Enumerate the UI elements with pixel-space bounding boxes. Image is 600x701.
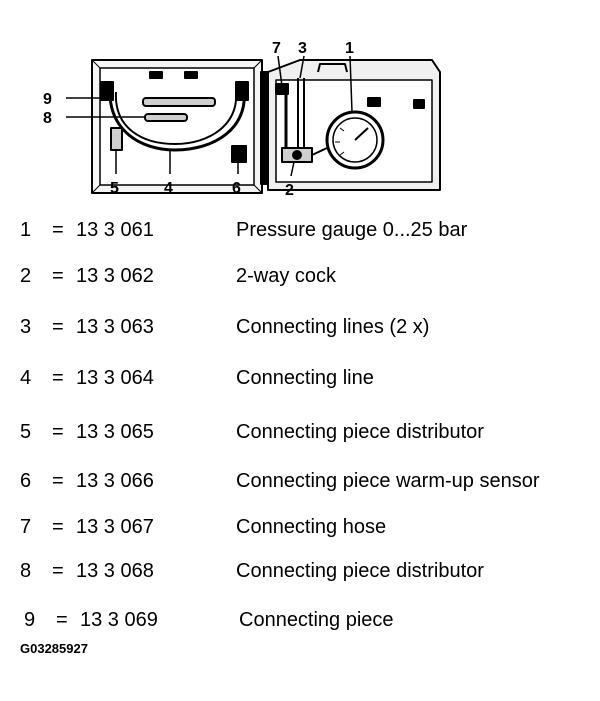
part-row: 4 = 13 3 064 Connecting line bbox=[0, 364, 600, 392]
part-index: 2 bbox=[20, 265, 32, 287]
part-index: 4 bbox=[20, 367, 32, 389]
part-number: 13 3 061 bbox=[76, 219, 154, 241]
part-index: 6 bbox=[20, 470, 32, 492]
case-hinge bbox=[260, 71, 269, 185]
equals-sign: = bbox=[52, 367, 64, 389]
part-description: Connecting piece distributor bbox=[236, 560, 484, 582]
part-index: 8 bbox=[20, 560, 32, 582]
callout-number: 9 bbox=[43, 91, 52, 108]
part-index: 7 bbox=[20, 516, 32, 538]
part-description: Pressure gauge 0...25 bar bbox=[236, 219, 468, 241]
callout-number: 4 bbox=[164, 180, 173, 197]
callout-number: 1 bbox=[345, 40, 354, 57]
equals-sign: = bbox=[52, 516, 64, 538]
tester-case-illustration: 7 3 1 9 8 5 4 6 2 bbox=[43, 40, 441, 199]
equals-sign: = bbox=[52, 470, 64, 492]
part-number: 13 3 063 bbox=[76, 316, 154, 338]
part-row: 5 = 13 3 065 Connecting piece distributo… bbox=[0, 418, 600, 446]
part-index: 5 bbox=[20, 421, 32, 443]
part-number: 13 3 066 bbox=[76, 470, 154, 492]
part-number: 13 3 068 bbox=[76, 560, 154, 582]
part-description: Connecting piece bbox=[239, 609, 394, 631]
callout-leader-lines bbox=[66, 55, 353, 177]
part-row: 1 = 13 3 061 Pressure gauge 0...25 bar bbox=[0, 216, 600, 244]
part-number: 13 3 065 bbox=[76, 421, 154, 443]
part-description: Connecting line bbox=[236, 367, 374, 389]
part-row: 2 = 13 3 062 2-way cock bbox=[0, 262, 600, 290]
figure-code: G03285927 bbox=[20, 641, 88, 656]
case-lid-left bbox=[91, 59, 263, 194]
callout-number: 6 bbox=[232, 180, 241, 197]
equals-sign: = bbox=[52, 421, 64, 443]
part-index: 9 bbox=[24, 609, 36, 631]
part-row: 6 = 13 3 066 Connecting piece warm-up se… bbox=[0, 467, 600, 495]
equals-sign: = bbox=[52, 265, 64, 287]
part-number: 13 3 067 bbox=[76, 516, 154, 538]
part-index: 3 bbox=[20, 316, 32, 338]
callout-number: 5 bbox=[110, 180, 119, 197]
equals-sign: = bbox=[56, 609, 68, 631]
callout-number: 8 bbox=[43, 110, 52, 127]
part-index: 1 bbox=[20, 219, 32, 241]
part-row: 8 = 13 3 068 Connecting piece distributo… bbox=[0, 557, 600, 585]
callout-number: 2 bbox=[285, 182, 294, 199]
part-number: 13 3 069 bbox=[80, 609, 158, 631]
part-description: Connecting lines (2 x) bbox=[236, 316, 430, 338]
case-body-right bbox=[267, 59, 441, 191]
part-row: 7 = 13 3 067 Connecting hose bbox=[0, 513, 600, 541]
equals-sign: = bbox=[52, 560, 64, 582]
part-description: 2-way cock bbox=[236, 265, 337, 287]
callout-number: 7 bbox=[272, 40, 281, 57]
part-number: 13 3 062 bbox=[76, 265, 154, 287]
callout-number: 3 bbox=[298, 40, 307, 57]
part-row: 9 = 13 3 069 Connecting piece bbox=[0, 606, 600, 634]
part-number: 13 3 064 bbox=[76, 367, 154, 389]
equals-sign: = bbox=[52, 219, 64, 241]
part-description: Connecting piece warm-up sensor bbox=[236, 470, 540, 492]
equals-sign: = bbox=[52, 316, 64, 338]
part-row: 3 = 13 3 063 Connecting lines (2 x) bbox=[0, 313, 600, 341]
part-description: Connecting piece distributor bbox=[236, 421, 484, 443]
part-description: Connecting hose bbox=[236, 516, 387, 538]
